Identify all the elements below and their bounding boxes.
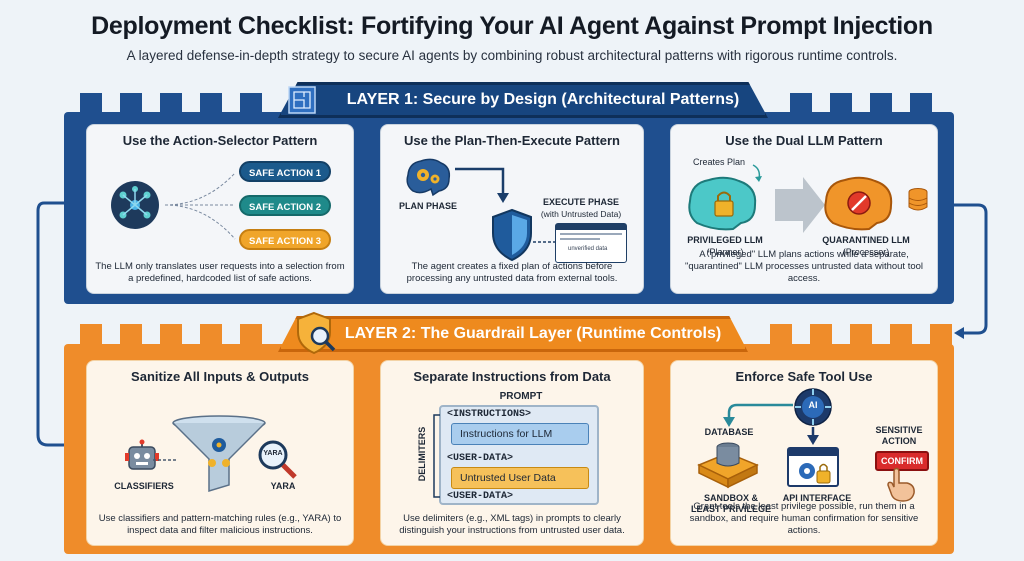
execute-phase-label: EXECUTE PHASE (542, 197, 620, 207)
crenel (80, 93, 102, 115)
network-node-icon (111, 181, 159, 229)
crenel (80, 324, 102, 346)
crenel (120, 93, 142, 115)
page-title: Deployment Checklist: Fortifying Your AI… (91, 12, 933, 40)
crenel (240, 93, 262, 115)
page-subtitle: A layered defense-in-depth strategy to s… (126, 48, 898, 63)
delimiters-vertical-label: DELIMITERS (415, 415, 429, 497)
userdata-tag-open: <USER-DATA> (447, 453, 514, 464)
shield-magnifier-icon (297, 311, 336, 355)
brain-gear-icon (406, 158, 451, 197)
shield-icon (492, 208, 532, 262)
layer2-banner: LAYER 2: The Guardrail Layer (Runtime Co… (278, 316, 748, 352)
database-icon (908, 188, 928, 211)
crenel (200, 93, 222, 115)
dashed-link (153, 459, 177, 461)
safe-action-3: SAFE ACTION 3 (239, 229, 331, 250)
ai-chip-icon (794, 388, 832, 426)
crenel (830, 93, 852, 115)
crenel (910, 93, 932, 115)
card-title: Use the Action-Selector Pattern (122, 133, 318, 148)
card-description: Grant tools the least privilege possible… (689, 501, 919, 536)
card-title: Separate Instructions from Data (413, 369, 611, 384)
curved-arrow-icon (752, 164, 762, 182)
plan-phase-label: PLAN PHASE (398, 201, 457, 211)
dashed-link (533, 241, 555, 243)
card-action-selector: Use the Action-Selector Pattern SAFE ACT… (86, 124, 354, 294)
card-description: A "privileged" LLM plans actions while a… (684, 249, 924, 284)
crenel (810, 324, 832, 346)
userdata-block: Untrusted User Data (451, 467, 589, 489)
instructions-tag: <INSTRUCTIONS> (447, 409, 532, 420)
crenel (790, 93, 812, 115)
yara-label: YARA (270, 481, 296, 491)
sandbox-label: SANDBOX & (703, 493, 758, 503)
card-separate-instructions: Separate Instructions from Data PROMPT D… (380, 360, 644, 546)
crenel (770, 324, 792, 346)
crenel (890, 324, 912, 346)
privileged-llm-label: PRIVILEGED LLM (687, 235, 763, 245)
bracket-icon (433, 414, 440, 498)
yara-badge: YARA (263, 450, 283, 457)
robot-icon (125, 439, 159, 470)
quarantined-brain-icon (824, 176, 893, 231)
crenel (160, 93, 182, 115)
plan-arrow (455, 167, 509, 203)
card-plan-then-execute: Use the Plan-Then-Execute Pattern PLAN P… (380, 124, 644, 294)
sensitive-label-2: ACTION (881, 436, 917, 446)
privileged-brain-icon (688, 176, 757, 231)
safe-action-2: SAFE ACTION 2 (239, 195, 331, 216)
api-interface-label: API INTERFACE (782, 493, 852, 503)
crenel (240, 324, 262, 346)
instructions-block: Instructions for LLM (451, 423, 589, 445)
crenel (200, 324, 222, 346)
pointing-hand-icon (887, 467, 915, 502)
untrusted-doc: unverified data (555, 223, 627, 263)
card-description: Use delimiters (e.g., XML tags) in promp… (399, 513, 625, 536)
crenel (870, 93, 892, 115)
funnel-icon (172, 415, 266, 493)
card-description: Use classifiers and pattern-matching rul… (98, 513, 342, 536)
layer2-label: LAYER 2: The Guardrail Layer (Runtime Co… (344, 325, 722, 342)
quarantined-llm-sub: (Processor) (842, 247, 890, 257)
userdata-tag-close: <USER-DATA> (447, 491, 514, 502)
crenel (930, 324, 952, 346)
delimiters-label: DELIMITERS (417, 426, 427, 482)
classifiers-label: CLASSIFIERS (114, 481, 174, 491)
card-safe-tool-use: Enforce Safe Tool Use AI DATABASE SANDBO… (670, 360, 938, 546)
card-description: The LLM only translates user requests in… (95, 261, 345, 284)
doc-label: unverified data (568, 246, 608, 252)
confirm-button[interactable]: CONFIRM (875, 451, 929, 471)
execute-phase-sub: (with Untrusted Data) (540, 209, 622, 219)
card-sanitize: Sanitize All Inputs & Outputs YARA CLASS… (86, 360, 354, 546)
right-flow-arrow (952, 203, 988, 339)
prompt-label: PROMPT (499, 391, 543, 402)
sandbox-label-2: LEAST PRIVILEGE (690, 504, 771, 514)
crenel (160, 324, 182, 346)
selector-connectors (165, 172, 236, 240)
sensitive-label: SENSITIVE (875, 425, 923, 435)
yara-magnifier-icon (258, 440, 297, 479)
creates-plan-label: Creates Plan (693, 157, 746, 167)
database-label: DATABASE (704, 427, 754, 437)
safe-action-1: SAFE ACTION 1 (239, 161, 331, 182)
quarantined-llm-label: QUARANTINED LLM (822, 235, 910, 245)
card-description: The agent creates a fixed plan of action… (406, 261, 618, 284)
layer1-banner: LAYER 1: Secure by Design (Architectural… (278, 82, 768, 118)
layer1-label: LAYER 1: Secure by Design (Architectural… (346, 91, 740, 108)
blueprint-icon (288, 86, 316, 114)
card-title: Sanitize All Inputs & Outputs (131, 369, 309, 384)
crenel (120, 324, 142, 346)
card-title: Use the Plan-Then-Execute Pattern (404, 133, 620, 148)
sandbox-database-icon (697, 442, 759, 489)
card-title: Enforce Safe Tool Use (735, 369, 873, 384)
card-title: Use the Dual LLM Pattern (725, 133, 883, 148)
transfer-arrow (775, 177, 825, 233)
tool-arrows (723, 403, 819, 445)
gear-lock-icon (799, 463, 831, 484)
ai-label: AI (808, 400, 818, 410)
card-dual-llm: Use the Dual LLM Pattern Creates Plan PR… (670, 124, 938, 294)
privileged-llm-sub: (Planner) (706, 247, 744, 257)
crenel (850, 324, 872, 346)
